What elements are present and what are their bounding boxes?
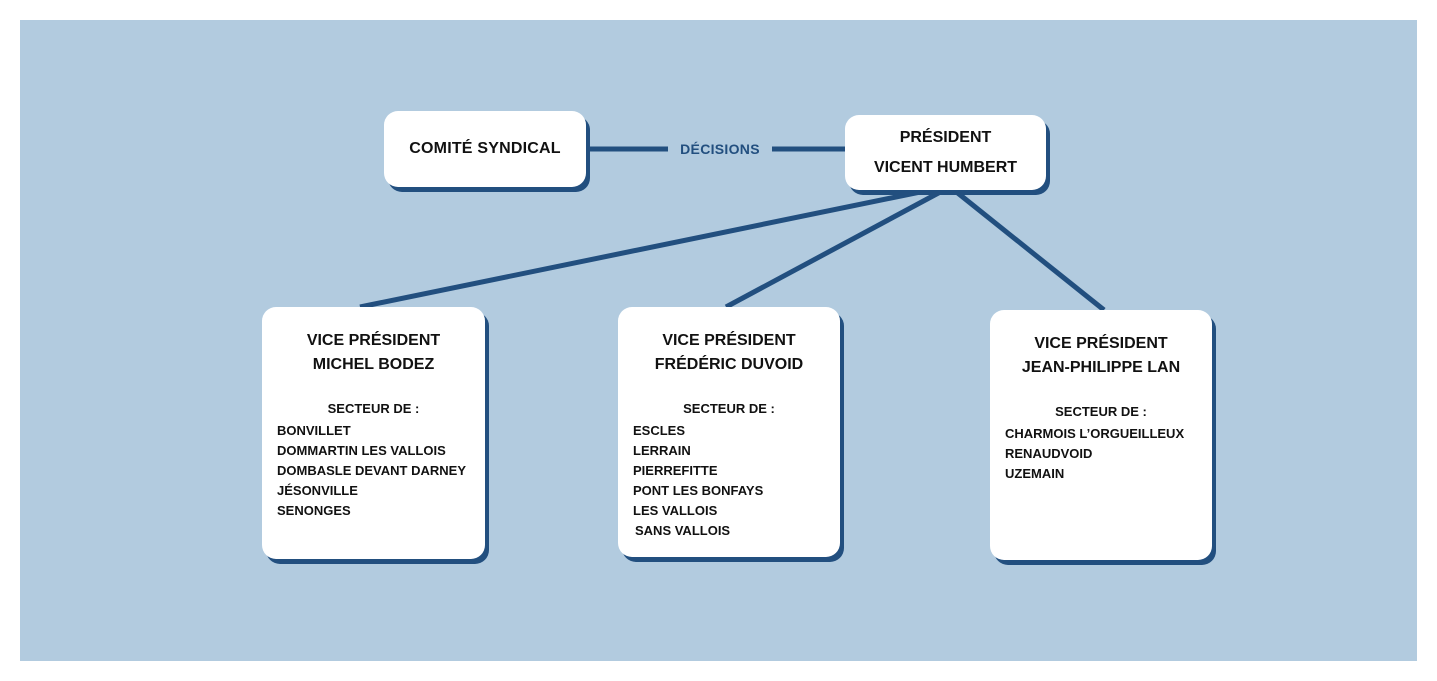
- vp-role: VICE PRÉSIDENT: [306, 332, 441, 349]
- node-comite-syndical: COMITÉ SYNDICAL: [384, 111, 586, 187]
- commune-item: SENONGES: [277, 503, 351, 518]
- president-role: PRÉSIDENT: [899, 128, 992, 146]
- commune-item: ESCLES: [633, 423, 686, 438]
- node-comite-title: COMITÉ SYNDICAL: [409, 140, 561, 157]
- node-president: PRÉSIDENT VICENT HUMBERT: [845, 115, 1046, 190]
- vp-name: MICHEL BODEZ: [312, 356, 435, 373]
- commune-item: BONVILLET: [277, 423, 351, 438]
- vp-sector-label: SECTEUR DE :: [327, 401, 420, 416]
- vp-commune-list: CHARMOIS L’ORGUEILLEUX RENAUDVOID UZEMAI…: [990, 424, 1212, 484]
- vp-name: FRÉDÉRIC DUVOID: [654, 356, 804, 373]
- node-vice-president-1: VICE PRÉSIDENT MICHEL BODEZ SECTEUR DE :…: [262, 307, 485, 559]
- vp-commune-list: ESCLES LERRAIN PIERREFITTE PONT LES BONF…: [618, 421, 840, 541]
- vp-header: VICE PRÉSIDENT MICHEL BODEZ: [262, 329, 485, 377]
- node-vice-president-2: VICE PRÉSIDENT FRÉDÉRIC DUVOID SECTEUR D…: [618, 307, 840, 557]
- commune-item: PONT LES BONFAYS: [633, 483, 764, 498]
- commune-item: LES VALLOIS: [633, 503, 718, 518]
- commune-item: DOMBASLE DEVANT DARNEY: [277, 463, 466, 478]
- vp-commune-list: BONVILLET DOMMARTIN LES VALLOIS DOMBASLE…: [262, 421, 485, 521]
- vp-sector-label: SECTEUR DE :: [683, 401, 775, 416]
- node-vice-president-3: VICE PRÉSIDENT JEAN-PHILIPPE LAN SECTEUR…: [990, 310, 1212, 560]
- commune-item: RENAUDVOID: [1005, 446, 1093, 461]
- commune-item: DOMMARTIN LES VALLOIS: [277, 443, 446, 458]
- vp-role: VICE PRÉSIDENT: [1034, 335, 1168, 352]
- commune-item: SANS VALLOIS: [635, 523, 731, 538]
- vp-sector-label: SECTEUR DE :: [1055, 404, 1147, 419]
- president-name: VICENT HUMBERT: [873, 158, 1018, 176]
- vp-role: VICE PRÉSIDENT: [662, 332, 796, 349]
- vp-header: VICE PRÉSIDENT JEAN-PHILIPPE LAN: [990, 332, 1212, 380]
- edge-label-decisions: DÉCISIONS: [668, 138, 772, 160]
- vp-header: VICE PRÉSIDENT FRÉDÉRIC DUVOID: [618, 329, 840, 377]
- vp-name: JEAN-PHILIPPE LAN: [1021, 359, 1181, 376]
- commune-item: PIERREFITTE: [633, 463, 718, 478]
- commune-item: UZEMAIN: [1005, 466, 1065, 481]
- commune-item: LERRAIN: [633, 443, 691, 458]
- commune-item: CHARMOIS L’ORGUEILLEUX: [1005, 426, 1185, 441]
- commune-item: JÉSONVILLE: [277, 483, 358, 498]
